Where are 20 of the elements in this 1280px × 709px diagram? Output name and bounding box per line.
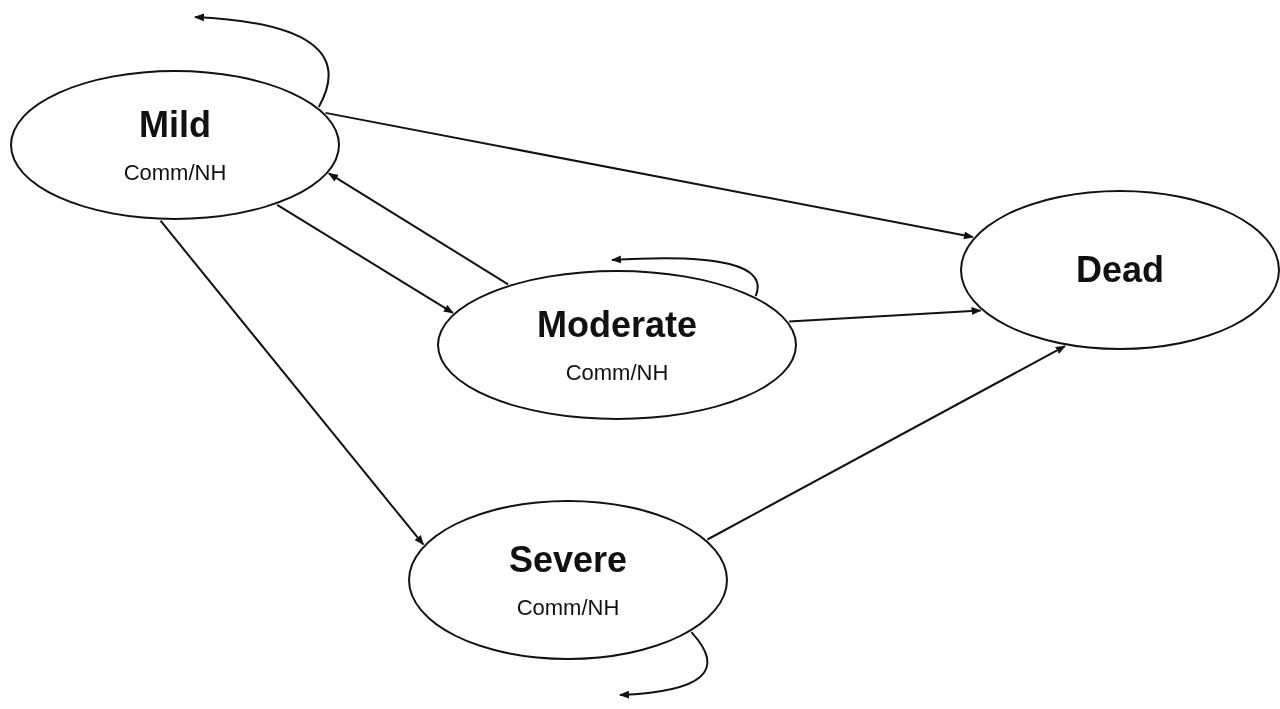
state-name: Moderate	[537, 304, 697, 346]
arrow	[276, 203, 454, 314]
state-name: Severe	[508, 539, 628, 581]
self-loop-arrow	[194, 13, 330, 108]
state-name: Mild	[139, 104, 211, 146]
arrow	[324, 111, 974, 240]
arrow	[159, 219, 425, 546]
self-loop-arrow	[619, 631, 709, 699]
state-ellipse	[408, 500, 728, 660]
arrow	[706, 345, 1066, 541]
state-setting: Comm/NH	[565, 360, 669, 386]
state-setting: Comm/NH	[123, 160, 227, 186]
state-name: Dead	[1076, 249, 1164, 291]
arrow	[788, 307, 982, 323]
state-ellipse	[960, 190, 1280, 350]
arrow	[327, 172, 510, 286]
state-setting: Comm/NH	[516, 595, 620, 621]
state-ellipse	[10, 70, 340, 220]
self-loop-arrow	[611, 255, 759, 298]
state-ellipse	[437, 270, 797, 420]
